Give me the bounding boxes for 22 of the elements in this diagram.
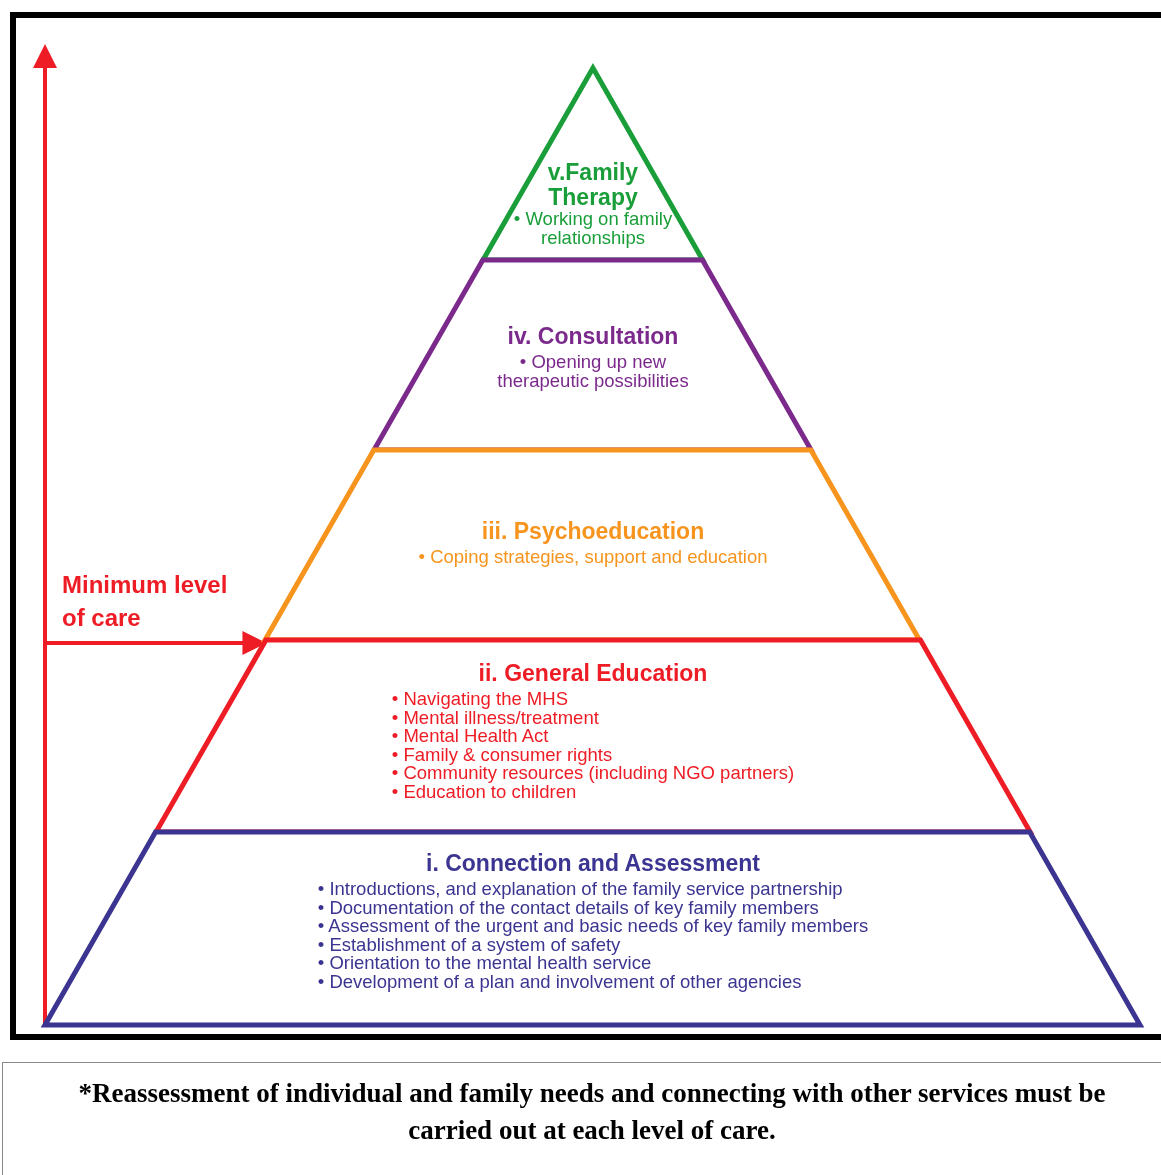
bullet-item: • Community resources (including NGO partners) (391, 764, 795, 783)
level-heading: iii. Psychoeducation (481, 519, 705, 544)
bullet-item: • Introductions, and explanation of the family service partnership (317, 880, 844, 899)
level-heading: i. Connection and Assessment (426, 851, 760, 876)
axis-label: Minimum level of care (62, 570, 229, 633)
bullet-text: • Working on family relationships (512, 210, 674, 247)
level-heading: v.Family Therapy (546, 160, 640, 210)
bullet-item: • Establishment of a system of safety (317, 935, 621, 954)
bullet-item: • Mental Health Act (391, 727, 550, 746)
bullet-item: • Mental illness/treatment (391, 708, 600, 727)
bullet-item: • Navigating the MHS (391, 690, 568, 709)
bullet-item: • Development of a plan and involvement of other agencies (317, 972, 803, 991)
level-heading: iv. Consultation (507, 324, 679, 349)
level-heading: ii. General Education (478, 661, 708, 686)
bullet-text: • Coping strategies, support and education (417, 548, 769, 567)
bullet-text: • Opening up new therapeutic possibilities (496, 353, 690, 390)
bullet-item: • Education to children (391, 782, 578, 801)
bullet-item: • Orientation to the mental health service (317, 954, 653, 973)
bullet-item: • Documentation of the contact details of key family members (317, 898, 819, 917)
caption-text: *Reassessment of individual and family needs and connecting with other services must be carried out at each level of care. (77, 1077, 1107, 1147)
bullet-item: • Assessment of the urgent and basic needs of key family members (317, 917, 869, 936)
bullet-item: • Family & consumer rights (391, 745, 614, 764)
